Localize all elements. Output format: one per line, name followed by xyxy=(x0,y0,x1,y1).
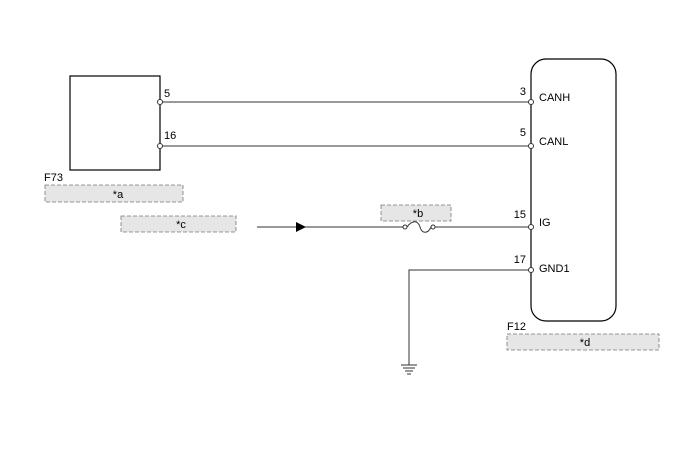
callout-a: *a xyxy=(44,184,184,203)
pin-dot-f73-5 xyxy=(157,99,163,105)
callout-d-label: *d xyxy=(580,337,590,349)
gnd-wire xyxy=(408,269,531,365)
current-direction-arrow-icon xyxy=(296,222,306,232)
component-f73 xyxy=(69,75,161,171)
component-f12 xyxy=(530,58,617,322)
pin-dot-f12-5 xyxy=(528,143,534,149)
pin-dot-f12-3 xyxy=(528,99,534,105)
pin-number-f12-canl: 5 xyxy=(520,127,526,139)
pin-name-canh: CANH xyxy=(539,92,570,104)
pin-name-canl: CANL xyxy=(539,136,568,148)
pin-dot-f12-17 xyxy=(528,267,534,273)
callout-b: *b xyxy=(380,204,452,222)
callout-c-label: *c xyxy=(176,219,186,231)
pin-dot-f73-16 xyxy=(157,143,163,149)
connector-id-f73: F73 xyxy=(44,172,63,184)
callout-d: *d xyxy=(506,333,660,351)
pin-dot-f12-15 xyxy=(528,224,534,230)
pin-number-f12-canh: 3 xyxy=(520,86,526,98)
fuse-icon xyxy=(402,221,436,233)
pin-number-f73-canl: 16 xyxy=(164,130,176,142)
callout-a-label: *a xyxy=(113,189,124,201)
pin-name-gnd: GND1 xyxy=(539,263,570,275)
pin-number-f12-gnd: 17 xyxy=(514,254,526,266)
pin-number-f12-ig: 15 xyxy=(514,209,526,221)
ground-icon xyxy=(401,364,417,375)
pin-number-f73-canh: 5 xyxy=(164,88,170,100)
callout-b-label: *b xyxy=(413,208,423,220)
pin-name-ig: IG xyxy=(539,217,551,229)
connector-id-f12: F12 xyxy=(507,321,526,333)
callout-c: *c xyxy=(120,215,237,233)
